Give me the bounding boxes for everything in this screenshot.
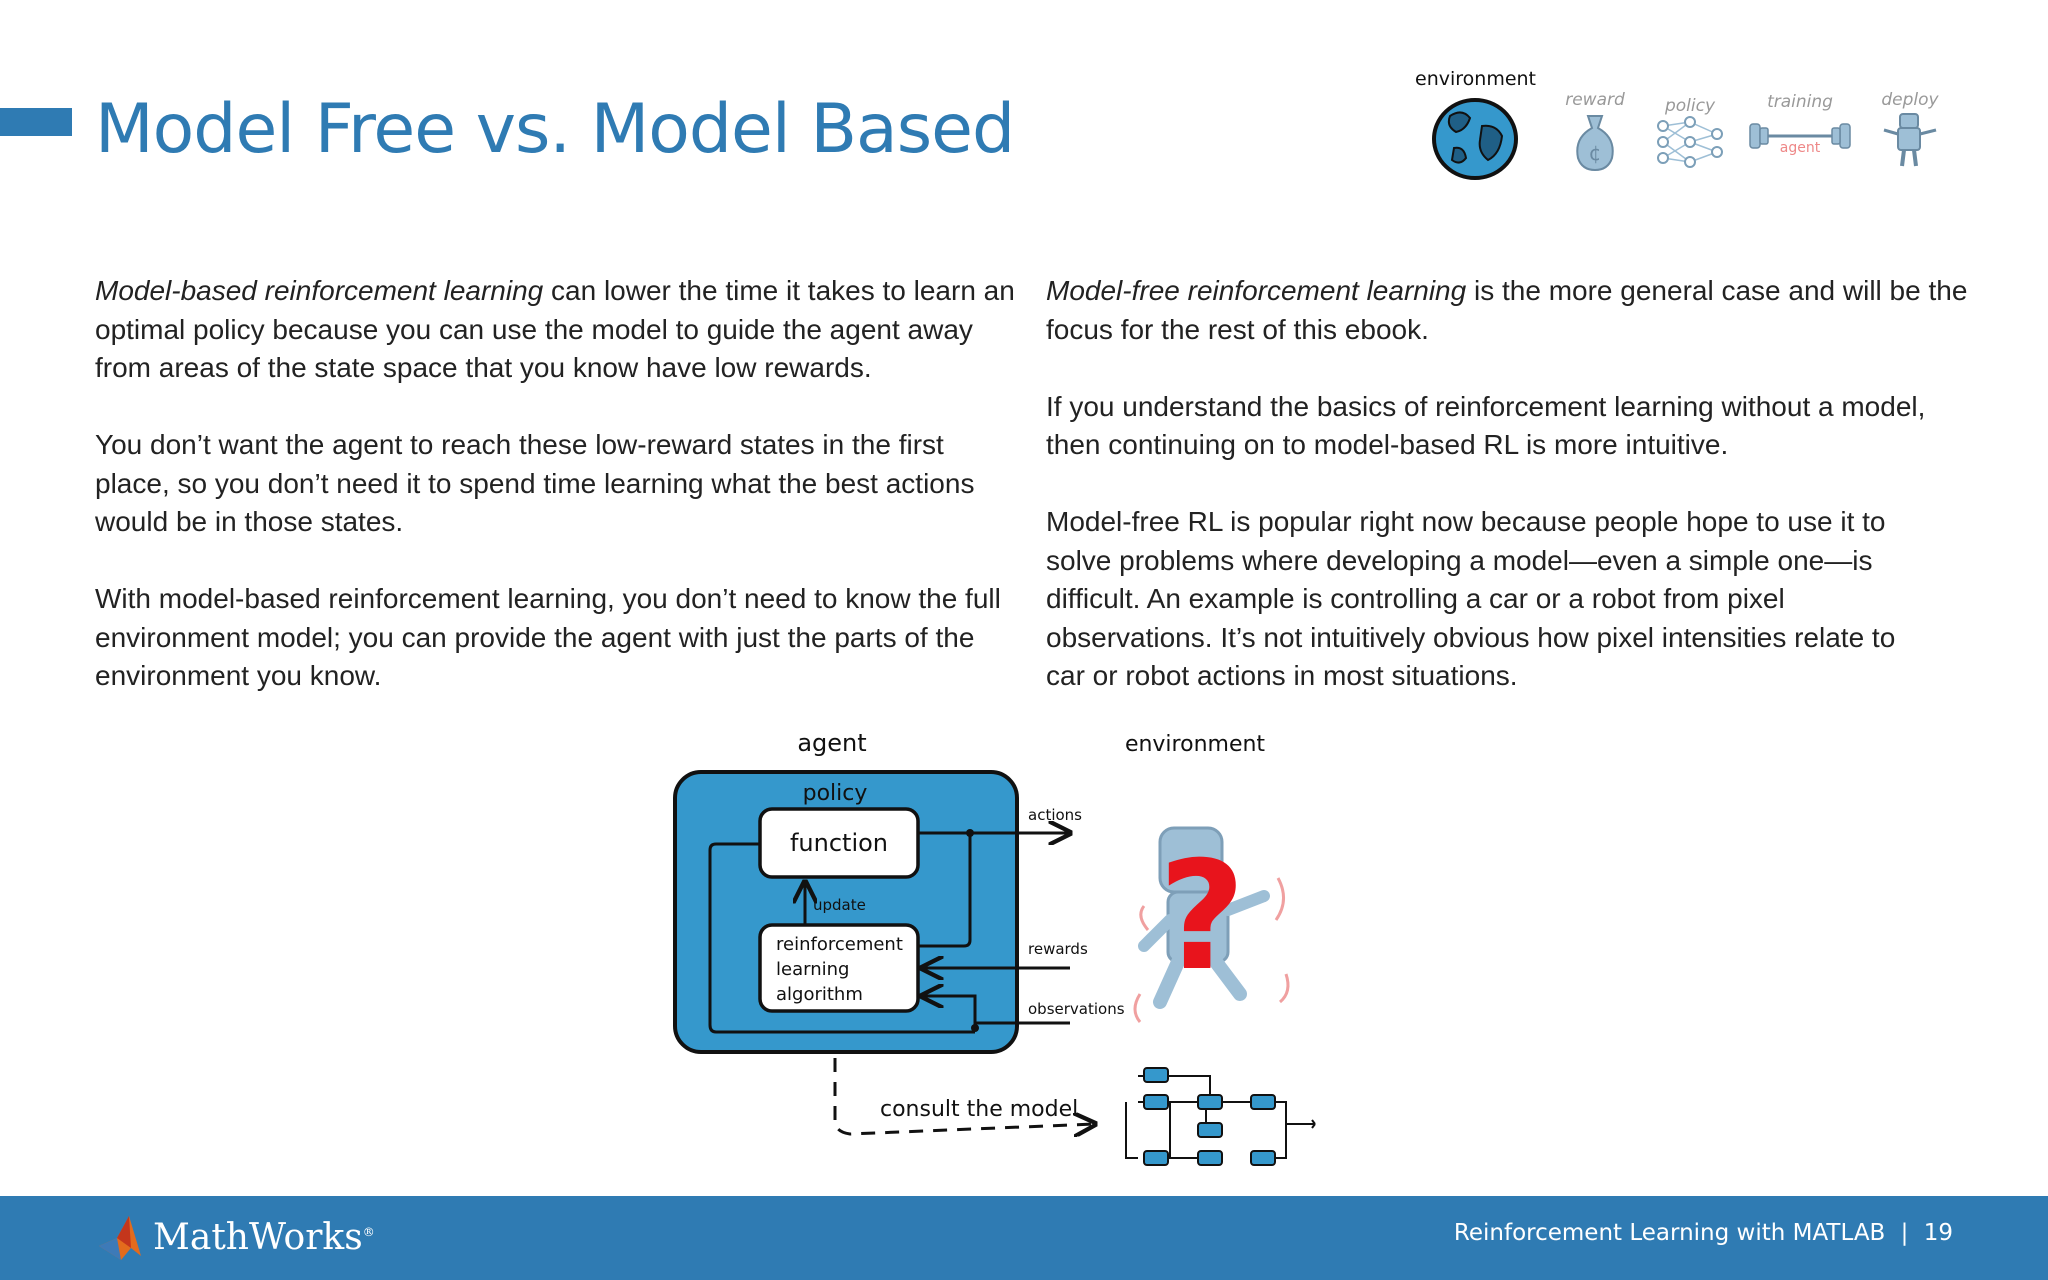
stage-label: reward xyxy=(1565,90,1625,110)
paragraph-text: is the more general case and will be the… xyxy=(1046,275,1968,345)
stage-progress: environment reward ¢ policy xyxy=(1415,68,1955,198)
right-paragraph-1: Model-free reinforcement learning is the… xyxy=(1046,272,1976,349)
money-bag-icon: ¢ xyxy=(1576,115,1614,172)
svg-text:¢: ¢ xyxy=(1589,141,1602,165)
stage-label: training xyxy=(1767,92,1833,112)
agent-label: agent xyxy=(797,729,866,757)
stage-reward: reward ¢ xyxy=(1555,90,1635,178)
observations-label: observations xyxy=(1028,1000,1125,1018)
page-title: Model Free vs. Model Based xyxy=(95,90,1015,169)
consult-model-label: consult the model xyxy=(880,1097,1078,1122)
stage-label: deploy xyxy=(1881,90,1939,110)
rewards-label: rewards xyxy=(1028,940,1088,958)
paragraph-text: can lower the time it takes to learn an … xyxy=(95,275,1015,383)
right-column: Model-free reinforcement learning is the… xyxy=(1046,272,1976,734)
environment-label: environment xyxy=(1125,732,1265,757)
title-accent-bar xyxy=(0,108,72,136)
right-paragraph-3: Model-free RL is popular right now becau… xyxy=(1046,506,1896,691)
mathworks-logo: MathWorks® xyxy=(95,1212,375,1262)
stage-environment: environment xyxy=(1415,68,1537,186)
stage-policy: policy xyxy=(1650,96,1730,172)
actions-label: actions xyxy=(1028,806,1082,824)
footer-doc-info: Reinforcement Learning with MATLAB | 19 xyxy=(1454,1220,1953,1246)
emphasis-term: Model-free reinforcement learning xyxy=(1046,275,1467,306)
emphasis-term: Model-based reinforcement learning xyxy=(95,275,544,306)
policy-label: policy xyxy=(803,781,868,806)
footer-bar xyxy=(0,1196,2048,1280)
left-paragraph-1: Model-based reinforcement learning can l… xyxy=(95,272,1015,388)
brand-name: MathWorks xyxy=(153,1216,363,1258)
model-block-diagram-icon xyxy=(1125,1067,1316,1166)
left-paragraph-2: You don’t want the agent to reach these … xyxy=(95,429,975,537)
left-column: Model-based reinforcement learning can l… xyxy=(95,272,1015,734)
rl-diagram: agent environment policy function update… xyxy=(673,729,1316,1166)
stage-label: environment xyxy=(1415,68,1537,90)
left-paragraph-3: With model-based reinforcement learning,… xyxy=(95,583,1001,691)
robot-environment-icon xyxy=(1133,826,1290,1023)
algorithm-label-2: learning xyxy=(776,959,849,980)
registered-mark: ® xyxy=(362,1224,375,1239)
update-label: update xyxy=(813,896,866,914)
algorithm-box xyxy=(758,923,920,1013)
stage-deploy: deploy xyxy=(1870,90,1950,174)
algorithm-label-1: reinforcement xyxy=(776,934,903,955)
right-paragraph-2: If you understand the basics of reinforc… xyxy=(1046,390,1926,461)
membrane-logo-icon xyxy=(99,1216,141,1260)
globe-icon xyxy=(1432,98,1518,180)
neural-network-icon xyxy=(1657,116,1723,168)
stage-training: training agent xyxy=(1745,92,1855,162)
training-agent-label: agent xyxy=(1780,140,1821,156)
page-number: 19 xyxy=(1923,1220,1953,1246)
robot-icon xyxy=(1883,113,1937,167)
question-mark: ? xyxy=(1158,830,1245,1004)
doc-title: Reinforcement Learning with MATLAB xyxy=(1453,1220,1886,1246)
barbell-icon: agent xyxy=(1749,123,1851,156)
stage-label: policy xyxy=(1664,96,1716,116)
footer-separator: | xyxy=(1900,1220,1909,1246)
function-label: function xyxy=(790,829,888,857)
algorithm-label-3: algorithm xyxy=(776,984,863,1005)
